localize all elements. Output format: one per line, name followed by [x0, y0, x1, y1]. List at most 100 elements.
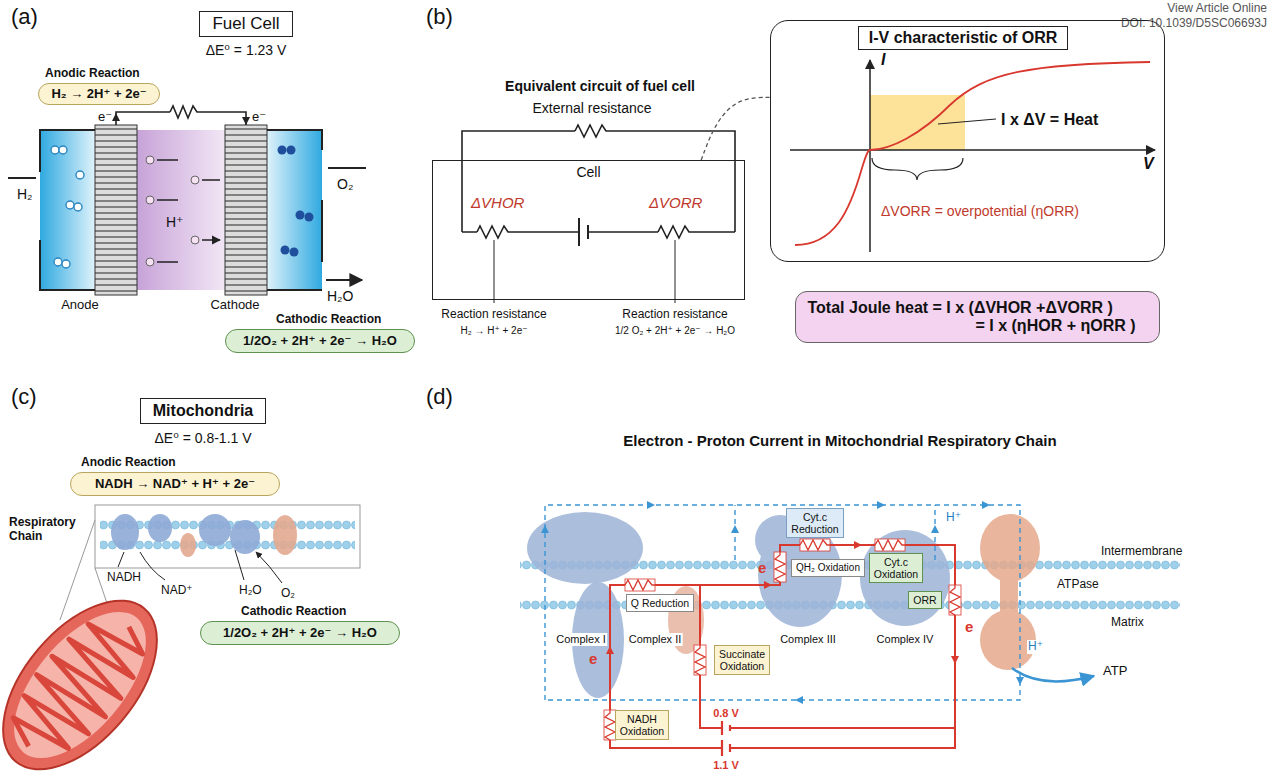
gas-channel — [40, 130, 95, 290]
reaction-heading: Cathodic Reaction — [241, 605, 346, 619]
node-text: NADH Oxidation — [620, 713, 664, 737]
panel-letter: (a) — [10, 4, 39, 29]
species-label: NAD⁺ — [160, 584, 194, 598]
node-text: H₂ → 2H⁺ + 2e⁻ — [51, 87, 146, 102]
external-wire — [116, 112, 246, 125]
formula-box: Total Joule heat = I x (ΔVHOR +ΔVORR )= … — [795, 291, 1160, 344]
hydrogen-atom — [66, 201, 74, 209]
watermark: View Article Online — [1166, 2, 1268, 16]
species-label: O₂ — [280, 587, 296, 601]
arrow-head — [647, 501, 655, 509]
proton-dot — [191, 176, 199, 184]
node-text: ΔVORR = overpotential (ηORR) — [881, 203, 1079, 219]
oxygen-atom — [290, 248, 299, 257]
hydrogen-atom — [62, 260, 70, 268]
oxygen-atom — [296, 211, 305, 220]
node-text: Total Joule heat = I x (ΔVHOR +ΔVORR ) — [808, 299, 1113, 317]
protein-complex — [273, 515, 297, 555]
resistor-boxes — [604, 539, 961, 740]
node-text: Mitochondria — [153, 402, 253, 420]
electron-label: e — [964, 618, 974, 635]
electron-label: e — [588, 650, 598, 667]
reaction-box: Cathodic Reaction1/2O₂ + 2H⁺ + 2e⁻ → H₂O — [200, 621, 400, 646]
bracket — [872, 158, 963, 180]
anode-electrode — [95, 125, 137, 295]
step-box: Q Reduction — [626, 594, 694, 612]
electron-label: e⁻ — [97, 110, 113, 125]
panel-letter: (c) — [10, 384, 38, 409]
iv-curve — [795, 62, 1150, 245]
reaction-heading: Cathodic Reaction — [276, 313, 381, 327]
proton-circuit — [545, 505, 1020, 700]
membrane-row — [100, 520, 355, 530]
electron-label: e — [757, 559, 767, 576]
protein-complexes — [527, 512, 1040, 698]
node-text: Cyt.c Reduction — [791, 511, 838, 535]
node-text: Cyt.c Oxidation — [874, 556, 918, 580]
membrane — [137, 130, 225, 290]
species-label: H⁺ — [165, 214, 185, 230]
resistor-symbol — [658, 226, 692, 238]
part-label: Anode — [60, 298, 100, 313]
node-text: Q Reduction — [631, 597, 689, 609]
gas-channel — [267, 130, 322, 290]
reaction-box: Anodic ReactionH₂ → 2H⁺ + 2e⁻ — [38, 83, 160, 106]
proton-label: H⁺ — [1027, 640, 1044, 654]
resistor-ground — [477, 225, 511, 239]
battery-symbol — [579, 218, 588, 246]
voltage-axis — [790, 149, 1155, 151]
proton-arrows — [157, 160, 220, 262]
complex-iv — [860, 530, 950, 626]
reaction-heading: Anodic Reaction — [45, 67, 140, 81]
species-label: O₂ — [336, 176, 354, 192]
resistor-box — [625, 579, 655, 591]
flow-arrows — [8, 168, 366, 280]
mitochondrion — [0, 573, 186, 776]
proton-dot — [191, 236, 199, 244]
panel-heading: Equivalent circuit of fuel cell — [504, 78, 696, 94]
node-text: = I x (ηHOR + ηORR ) — [976, 317, 1136, 335]
resistor-ground — [575, 124, 609, 138]
node-text: I x ΔV = Heat — [1001, 111, 1098, 129]
arrow-head — [795, 696, 803, 704]
resistor-symbol — [477, 226, 511, 238]
node-text: I-V characteristic of ORR — [869, 29, 1058, 47]
cell-housing — [40, 130, 322, 290]
resistor-ground — [658, 225, 692, 239]
panel-heading: Electron - Proton Current in Mitochondri… — [622, 432, 1057, 449]
oxygen-atom — [281, 246, 290, 255]
resistor-box — [875, 539, 905, 551]
proton-dot — [146, 156, 154, 164]
title-box: Fuel Cell — [199, 11, 292, 37]
oxygen-atom — [305, 213, 314, 222]
atp-synthase — [1000, 578, 1018, 618]
hydrogen-atom — [74, 203, 82, 211]
reaction-box: Anodic ReactionNADH → NAD⁺ + H⁺ + 2e⁻ — [70, 472, 280, 497]
voltage-label: ΔVHOR — [470, 194, 525, 211]
inset-frame — [95, 505, 360, 568]
title-box: Mitochondria — [140, 398, 266, 424]
atp-arrow — [1012, 668, 1094, 681]
proton-arrow-heads — [541, 501, 1024, 704]
reaction-label: 1/2 O₂ + 2H⁺ + 2e⁻ → H₂O — [614, 325, 736, 337]
oxygen-atom — [287, 146, 296, 155]
inset-panel: IVI x ΔV = HeatΔVORR = overpotential (ηO… — [770, 20, 1165, 262]
node-text: NADH → NAD⁺ + H⁺ + 2e⁻ — [95, 477, 255, 492]
part-label: Reaction resistance — [440, 308, 547, 322]
arrow-head — [764, 581, 772, 589]
potential-label: ΔE⁰ = 0.8-1.1 V — [153, 430, 252, 446]
protein-complex — [230, 520, 260, 554]
protein-complex — [111, 514, 139, 550]
arrow-head — [242, 117, 250, 125]
hydrogen-atom — [51, 146, 59, 154]
reaction-arrows — [118, 550, 282, 583]
step-box: Cyt.c Reduction — [786, 508, 843, 538]
resistor-box — [694, 645, 706, 675]
membrane-row — [100, 540, 355, 550]
part-label: Complex I — [555, 633, 607, 646]
resistor-symbol — [575, 125, 609, 137]
proton-dot — [146, 196, 154, 204]
heat-area — [870, 95, 965, 150]
protein-complex — [180, 533, 196, 557]
node-text: QH₂ Oxidation — [796, 562, 860, 574]
